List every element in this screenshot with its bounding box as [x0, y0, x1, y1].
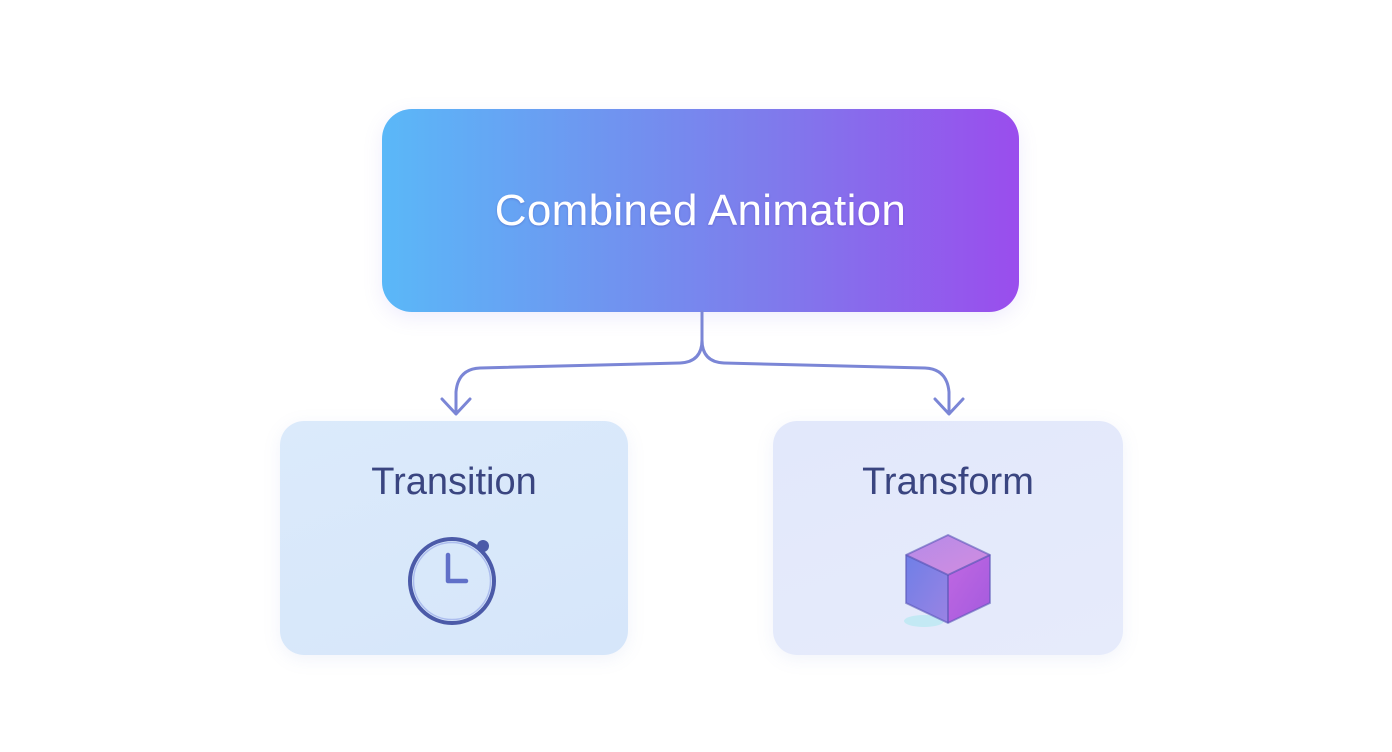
transform-node-label: Transform: [862, 461, 1034, 503]
arrowhead-right: [933, 397, 965, 416]
root-node: Combined Animation: [382, 109, 1019, 312]
transition-node-label: Transition: [371, 461, 537, 503]
transition-node: Transition: [280, 421, 628, 655]
transform-node: Transform: [773, 421, 1123, 655]
cube-icon: [898, 529, 998, 629]
connector-right-branch: [700, 338, 951, 414]
stopwatch-icon: [404, 529, 504, 629]
root-node-label: Combined Animation: [494, 185, 907, 235]
connector-stem: [454, 310, 704, 414]
arrowhead-left: [440, 397, 472, 416]
